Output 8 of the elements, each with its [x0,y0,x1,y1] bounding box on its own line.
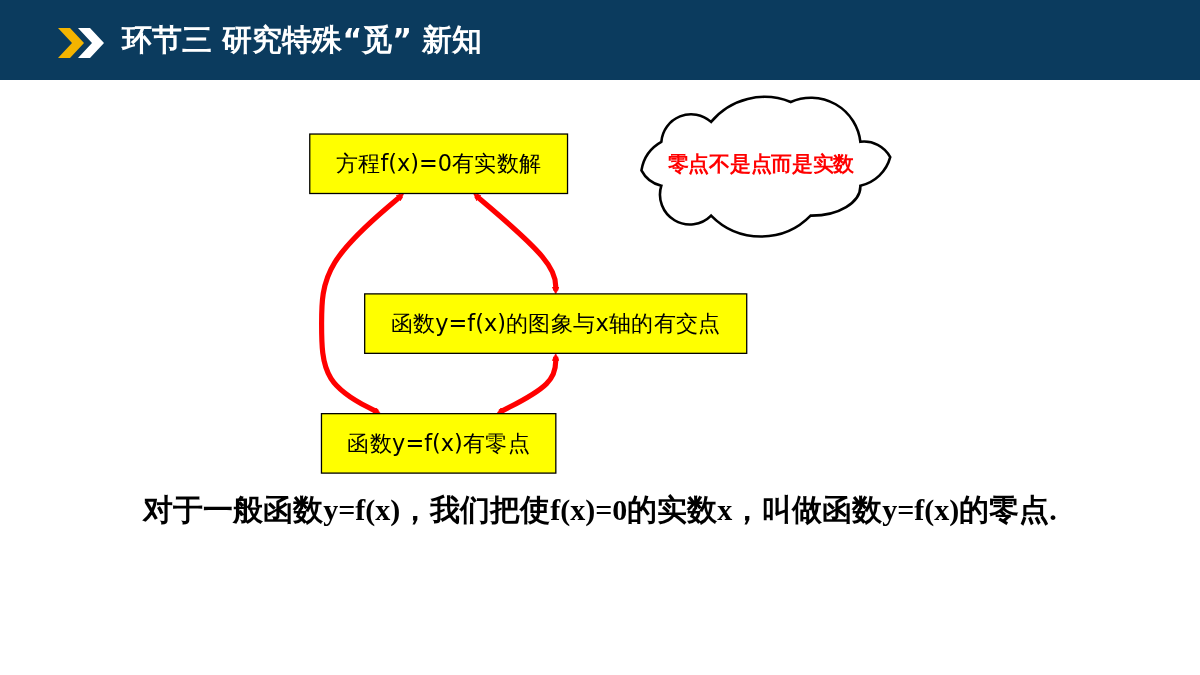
node-box: 函数y=f(x)的图象与x轴的有交点 [364,293,748,354]
node-box: 方程f(x)=0有实数解 [309,133,569,195]
arrow [473,193,560,295]
arrow [496,353,560,415]
node-box: 函数y=f(x)有零点 [320,413,557,474]
definition-text: 对于一般函数y=f(x)，我们把使f(x)=0的实数x，叫做函数y=f(x)的零点. [143,492,1057,528]
slide-title: 环节三 研究特殊“觅” 新知 [122,21,483,59]
arrow [319,193,404,415]
